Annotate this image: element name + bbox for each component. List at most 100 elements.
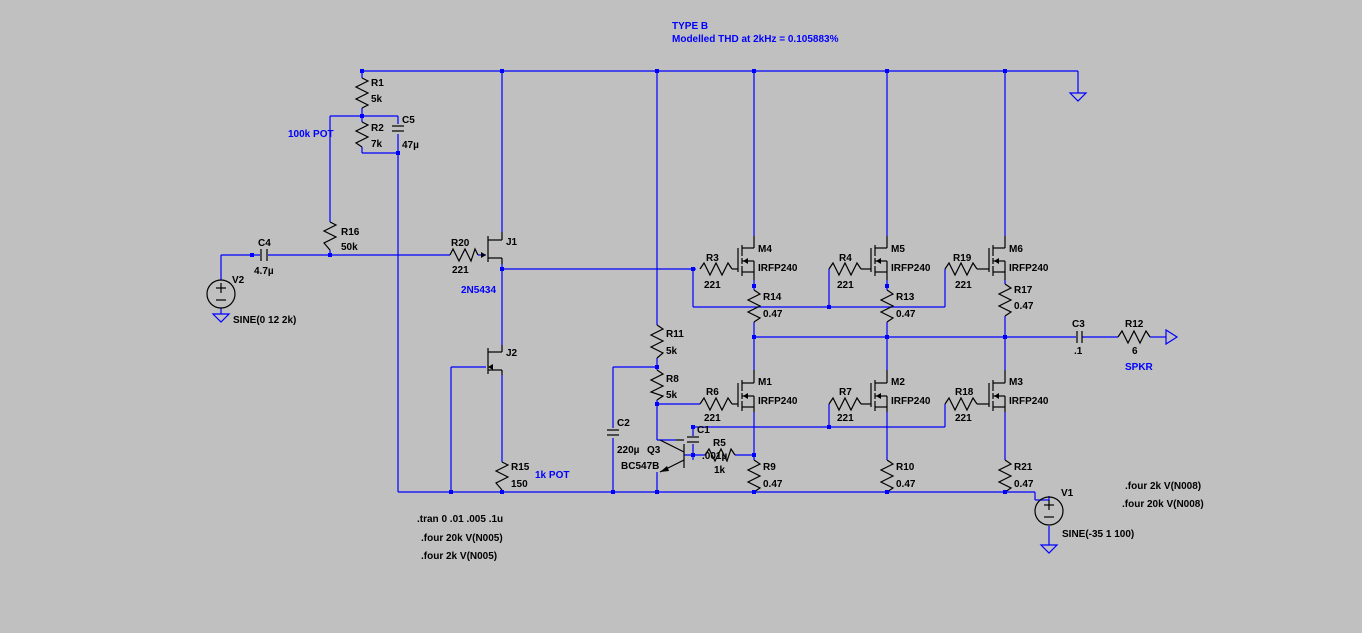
r8-resistor bbox=[649, 369, 665, 401]
tran-directive: .tran 0 .01 .005 .1u bbox=[417, 514, 503, 525]
r19-name: R19 bbox=[953, 253, 972, 264]
r6-value: 221 bbox=[704, 413, 721, 424]
c2-name: C2 bbox=[617, 418, 630, 429]
q3-bjt bbox=[659, 439, 685, 473]
j1-name: J1 bbox=[506, 237, 518, 248]
spkr-label: SPKR bbox=[1125, 362, 1154, 373]
c1-value: .001µ bbox=[702, 451, 727, 462]
c3-capacitor bbox=[1076, 331, 1083, 343]
r5-value: 1k bbox=[714, 465, 726, 476]
v1-value: SINE(-35 1 100) bbox=[1062, 529, 1134, 540]
c3-value: .1 bbox=[1074, 346, 1083, 357]
r20-value: 221 bbox=[452, 265, 469, 276]
r16-value: 50k bbox=[341, 242, 358, 253]
schematic-title: TYPE B bbox=[672, 21, 708, 32]
r18-name: R18 bbox=[955, 387, 974, 398]
r18-resistor bbox=[944, 396, 978, 412]
r11-name: R11 bbox=[666, 329, 684, 340]
r4-resistor bbox=[828, 261, 862, 277]
component-labels: R1 5k R2 7k C5 47µ 100k POT R16 50k C4 4… bbox=[232, 78, 1154, 540]
c4-value: 4.7µ bbox=[254, 266, 274, 277]
capacitors bbox=[260, 125, 1083, 443]
r5-resistor bbox=[704, 447, 736, 463]
m3-mosfet bbox=[988, 370, 1006, 412]
m3-value: IRFP240 bbox=[1009, 396, 1049, 407]
m1-value: IRFP240 bbox=[758, 396, 798, 407]
m5-mosfet bbox=[870, 236, 888, 280]
m1-name: M1 bbox=[758, 377, 772, 388]
m4-mosfet bbox=[737, 236, 755, 280]
r15-resistor bbox=[494, 461, 510, 491]
r17-name: R17 bbox=[1014, 285, 1033, 296]
m1-mosfet bbox=[737, 370, 755, 412]
four-directive: .four 2k V(N005) bbox=[421, 551, 497, 562]
r14-value: 0.47 bbox=[763, 309, 783, 320]
r6-resistor bbox=[699, 396, 733, 412]
r17-resistor bbox=[997, 283, 1013, 317]
r12-value: 6 bbox=[1132, 346, 1138, 357]
r16-resistor bbox=[322, 221, 338, 251]
c5-capacitor bbox=[392, 125, 404, 132]
r20-resistor bbox=[449, 247, 479, 263]
m5-name: M5 bbox=[891, 244, 905, 255]
m6-mosfet bbox=[988, 236, 1006, 280]
junction-dots bbox=[250, 69, 1007, 494]
r1-resistor bbox=[354, 77, 370, 109]
r19-resistor bbox=[944, 261, 978, 277]
r15-name: R15 bbox=[511, 462, 530, 473]
r10-value: 0.47 bbox=[896, 479, 916, 490]
j1-model-label: 2N5434 bbox=[461, 285, 496, 296]
q3-name: Q3 bbox=[647, 445, 661, 456]
j2-jfet bbox=[487, 345, 503, 375]
r3-resistor bbox=[699, 261, 733, 277]
r1-value: 5k bbox=[371, 94, 383, 105]
r8-name: R8 bbox=[666, 374, 679, 385]
ground-symbol bbox=[211, 313, 231, 323]
c2-capacitor bbox=[607, 429, 619, 436]
c4-name: C4 bbox=[258, 238, 271, 249]
c5-name: C5 bbox=[402, 115, 415, 126]
c1-name: C1 bbox=[697, 425, 710, 436]
r10-name: R10 bbox=[896, 462, 915, 473]
v1-source bbox=[1034, 496, 1064, 526]
r1-name: R1 bbox=[371, 78, 384, 89]
r18-value: 221 bbox=[955, 413, 972, 424]
r9-value: 0.47 bbox=[763, 479, 783, 490]
pot-100k-label: 100k POT bbox=[288, 129, 334, 140]
resistors bbox=[322, 77, 1151, 493]
four-directive: .four 20k V(N008) bbox=[1122, 499, 1204, 510]
r2-resistor bbox=[354, 121, 370, 148]
pot-1k-label: 1k POT bbox=[535, 470, 569, 481]
c4-capacitor bbox=[260, 249, 268, 261]
ground-symbol bbox=[1068, 92, 1088, 102]
r13-value: 0.47 bbox=[896, 309, 916, 320]
wires bbox=[220, 70, 1166, 545]
r4-name: R4 bbox=[839, 253, 852, 264]
m2-name: M2 bbox=[891, 377, 905, 388]
ground-symbol bbox=[1039, 544, 1059, 554]
r9-resistor bbox=[746, 459, 762, 493]
r3-value: 221 bbox=[704, 280, 721, 291]
v1-name: V1 bbox=[1061, 488, 1074, 499]
r12-resistor bbox=[1117, 329, 1151, 345]
v2-value: SINE(0 12 2k) bbox=[233, 315, 296, 326]
m6-value: IRFP240 bbox=[1009, 263, 1049, 274]
r21-resistor bbox=[997, 459, 1013, 493]
r4-value: 221 bbox=[837, 280, 854, 291]
r17-value: 0.47 bbox=[1014, 301, 1034, 312]
r16-name: R16 bbox=[341, 227, 360, 238]
v2-source bbox=[206, 279, 236, 309]
m6-name: M6 bbox=[1009, 244, 1023, 255]
r13-name: R13 bbox=[896, 292, 915, 303]
c2-value: 220µ bbox=[617, 445, 640, 456]
j2-name: J2 bbox=[506, 348, 518, 359]
r6-name: R6 bbox=[706, 387, 719, 398]
r7-name: R7 bbox=[839, 387, 852, 398]
r19-value: 221 bbox=[955, 280, 972, 291]
r11-resistor bbox=[649, 324, 665, 359]
r3-name: R3 bbox=[706, 253, 719, 264]
r15-value: 150 bbox=[511, 479, 528, 490]
m2-mosfet bbox=[870, 370, 888, 412]
spice-directives: .tran 0 .01 .005 .1u .four 20k V(N005) .… bbox=[417, 481, 1204, 562]
